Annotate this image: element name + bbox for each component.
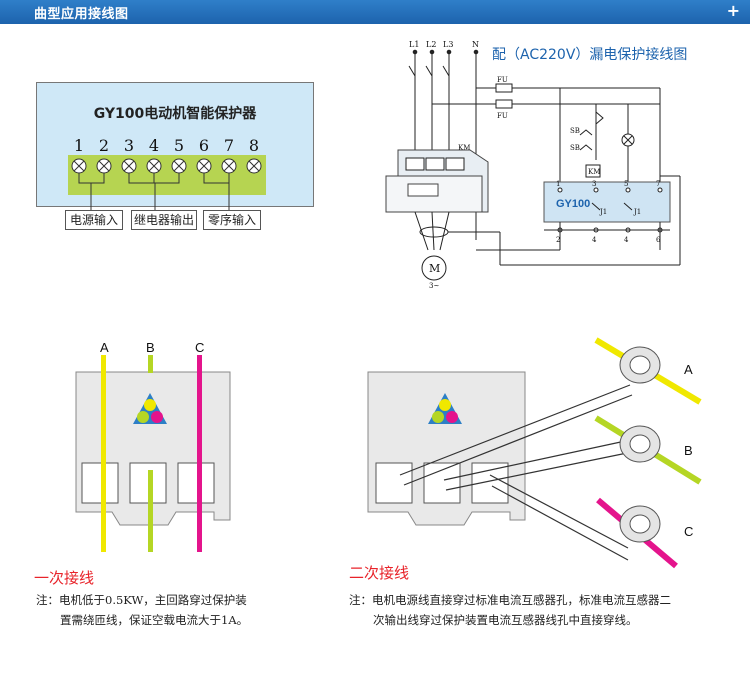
note-line: 置需绕匝线，保证空载电流大于1A。: [60, 613, 249, 627]
device-terminal: 6: [656, 236, 661, 244]
terminal-number: 6: [198, 136, 210, 155]
motor-phase-label: 3~: [429, 282, 439, 290]
power-input-label: 电源输入: [65, 210, 123, 230]
secondary-note: 注：电机电源线直接穿过标准电流互感器孔，标准电流互感器二 次输出线穿过保护装置电…: [349, 590, 744, 630]
device-terminal: 5: [624, 180, 628, 188]
current-transformers: [594, 337, 702, 569]
secondary-device: [367, 371, 526, 526]
zero-sequence-input-label: 零序输入: [203, 210, 261, 230]
device-terminal: 3: [592, 180, 596, 188]
header-title: 曲型应用接线图: [34, 7, 129, 22]
line-label-n: N: [472, 40, 479, 49]
primary-wiring-title: 一次接线: [34, 569, 95, 587]
secondary-wiring-title: 二次接线: [349, 564, 410, 582]
line-label-l2: L2: [426, 40, 436, 49]
abc-logo: [428, 393, 462, 424]
wiring-title: 配（AC220V）漏电保护接线图: [492, 47, 688, 63]
device-label: GY100: [556, 198, 590, 210]
stop-button-label: SB: [570, 127, 580, 135]
fuse-label: FU: [497, 112, 508, 120]
start-button-label: SB: [570, 144, 580, 152]
device-terminal: 2: [556, 236, 560, 244]
primary-note: 注：电机低于0.5KW，主回路穿过保护装 置需绕匝线，保证空载电流大于1A。: [36, 590, 326, 630]
terminal-number: 8: [248, 136, 260, 155]
motor-label: M: [429, 262, 440, 275]
terminal-number: 5: [173, 136, 185, 155]
relay-output-label: 继电器输出: [131, 210, 197, 230]
section-header: 曲型应用接线图 +: [0, 0, 750, 24]
device-terminal: 4: [624, 236, 629, 244]
phase-a-wire: [101, 355, 106, 552]
phase-b-wire: [148, 470, 153, 552]
ct-secondary-leads: [399, 384, 633, 561]
note-line: 注：电机低于0.5KW，主回路穿过保护装: [36, 593, 247, 607]
terminal-number: 1: [73, 136, 85, 155]
phase-c-wire: [197, 355, 202, 552]
note-line: 注：电机电源线直接穿过标准电流互感器孔，标准电流互感器二: [349, 593, 671, 607]
relay-coil-label: KM: [588, 168, 600, 176]
terminal-group-brackets: [78, 173, 230, 210]
wiring-schematic: [385, 49, 681, 281]
expand-button[interactable]: +: [726, 1, 740, 20]
phase-a-label: A: [684, 362, 693, 377]
terminal-number: 4: [148, 136, 160, 155]
device-terminal: 1: [556, 180, 560, 188]
relay-contact-label: J1: [633, 208, 641, 216]
terminal-number: 2: [98, 136, 110, 155]
line-label-l1: L1: [409, 40, 419, 49]
terminal-number: 3: [123, 136, 135, 155]
phase-b-label: B: [684, 443, 693, 458]
terminal-number: 7: [223, 136, 235, 155]
contactor-label: KM: [458, 144, 470, 152]
phase-c-label: C: [684, 524, 694, 539]
phase-a-label: A: [100, 340, 109, 355]
phase-c-label: C: [195, 340, 205, 355]
note-line: 次输出线穿过保护装置电流互感器线孔中直接穿线。: [373, 613, 638, 627]
protector-title: GY100电动机智能保护器: [93, 106, 257, 122]
phase-b-label: B: [146, 340, 155, 355]
device-terminal: 4: [592, 236, 597, 244]
abc-logo: [133, 393, 167, 424]
line-label-l3: L3: [443, 40, 453, 49]
phase-b-wire: [148, 355, 153, 373]
terminal-screws: [71, 158, 262, 174]
device-terminal: 7: [656, 180, 660, 188]
relay-contact-label: J1: [599, 208, 607, 216]
fuse-label: FU: [497, 76, 508, 84]
terminal-strip: [68, 155, 266, 195]
